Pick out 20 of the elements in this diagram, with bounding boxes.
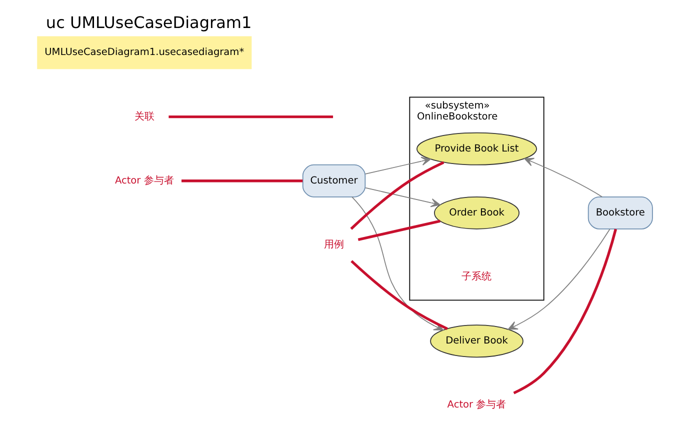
node-box: Customer: [302, 164, 366, 198]
connector: [513, 228, 618, 394]
node-text: Actor 参与者: [114, 175, 174, 186]
node-text: 关联: [134, 111, 154, 122]
node-box: Bookstore: [588, 196, 653, 230]
connector: [350, 161, 444, 230]
arrow: [524, 158, 603, 198]
arrow: [365, 187, 441, 208]
diagram-title: uc UMLUseCaseDiagram1: [46, 13, 252, 32]
label: UMLUseCaseDiagram1.usecasediagram*: [44, 47, 244, 58]
arrow: [365, 156, 432, 174]
connector: [182, 180, 303, 182]
node-text: Actor 参与者: [447, 400, 506, 411]
connector: [168, 115, 334, 118]
node-ellipse: Deliver Book: [430, 324, 524, 358]
node-ellipse: Order Book: [434, 196, 520, 230]
label: 子系统: [462, 272, 492, 283]
node-text: 用例: [324, 239, 344, 250]
arrow: [508, 228, 610, 330]
connector: [358, 220, 440, 241]
